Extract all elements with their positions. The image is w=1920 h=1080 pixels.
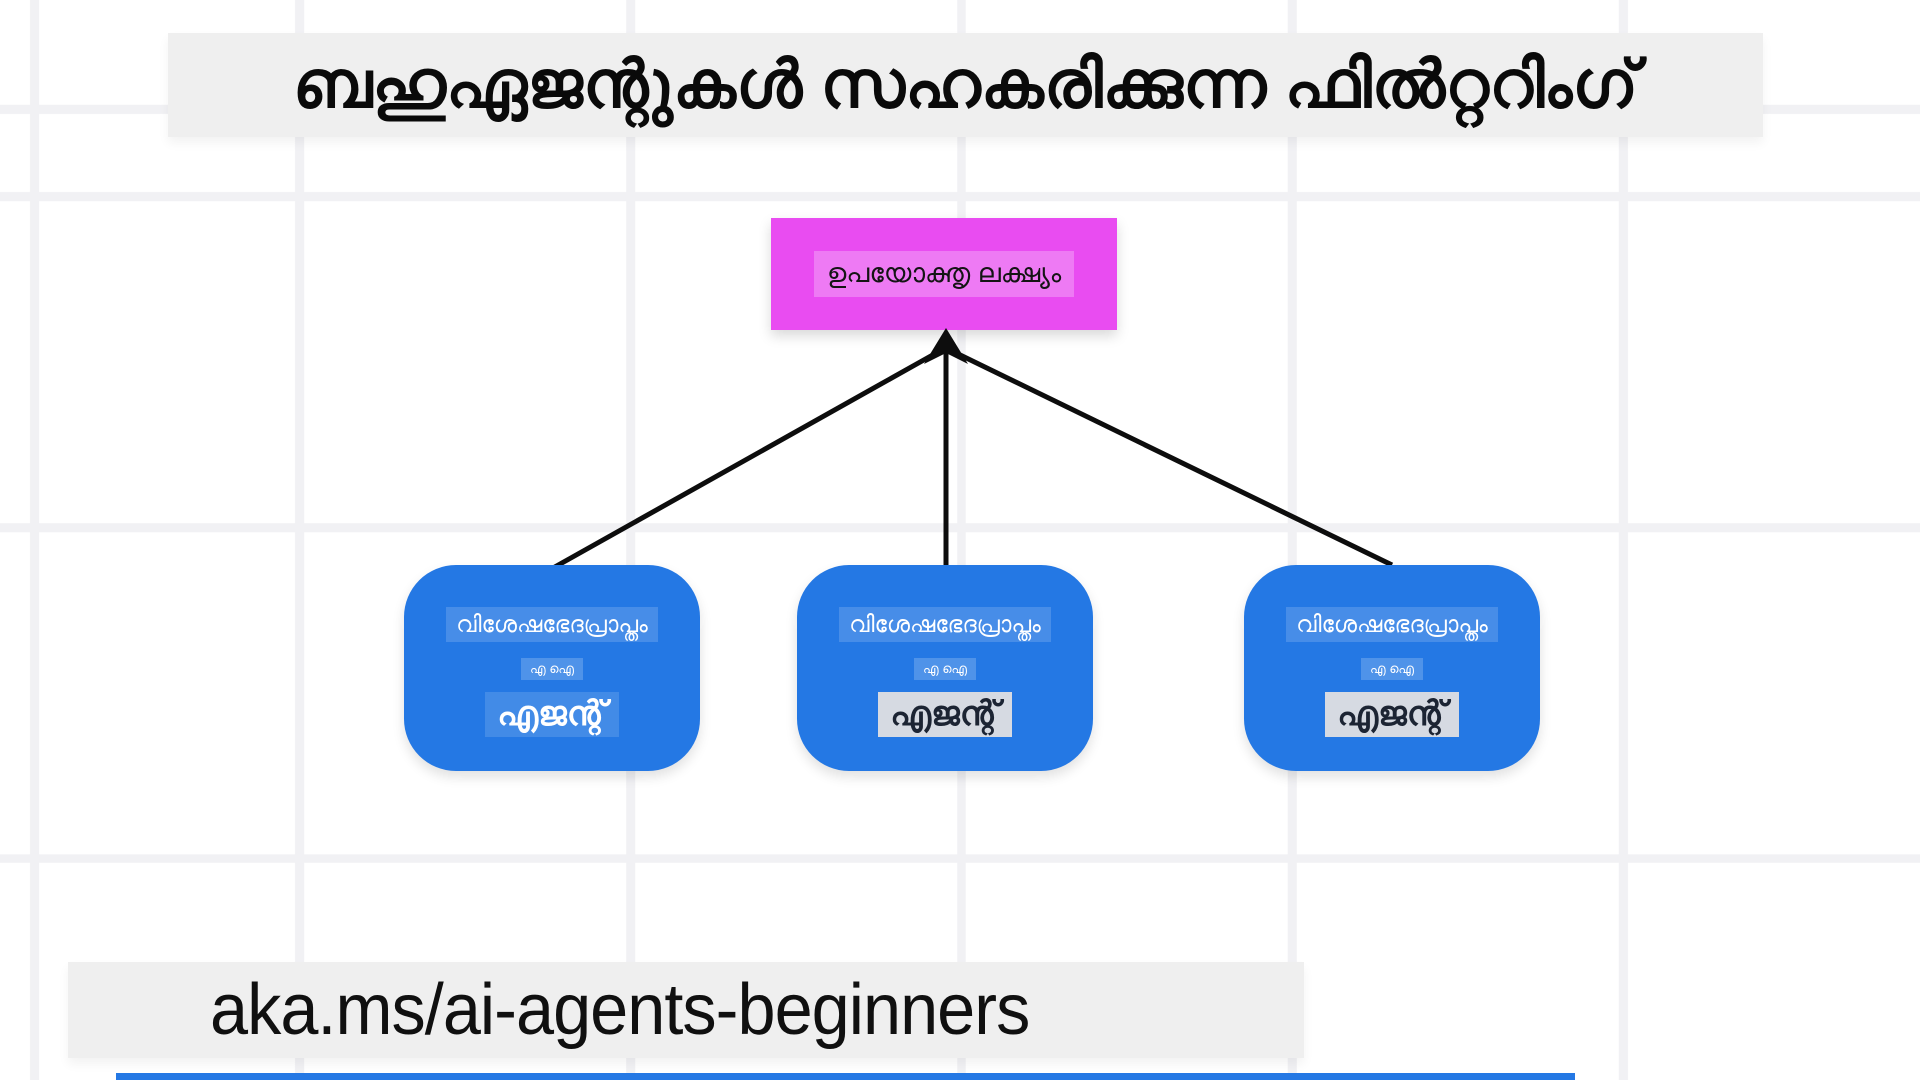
agent-role-label: എജന്റ് <box>878 692 1012 737</box>
title-band: ബഹുഏജന്റുകൾ സഹകരിക്കുന്ന ഫിൽറ്ററിംഗ് <box>168 33 1763 137</box>
ai-label: എ ഐ <box>1361 658 1423 680</box>
diagram-title: ബഹുഏജന്റുകൾ സഹകരിക്കുന്ന ഫിൽറ്ററിംഗ് <box>292 46 1639 121</box>
arrow-line-right <box>952 349 1394 568</box>
ai-label: എ ഐ <box>914 658 976 680</box>
user-goal-label: ഉപയോക്തൃ ലക്ഷ്യം <box>813 251 1075 297</box>
agent-role-label: എജന്റ് <box>485 692 619 737</box>
user-goal-box: ഉപയോക്തൃ ലക്ഷ്യം <box>771 218 1117 330</box>
agent-card: വിശേഷഭേദപ്രാപ്തം എ ഐ എജന്റ് <box>1244 565 1540 771</box>
ai-label: എ ഐ <box>521 658 583 680</box>
arrow-head-icon <box>924 328 968 364</box>
agent-card: വിശേഷഭേദപ്രാപ്തം എ ഐ എജന്റ് <box>797 565 1093 771</box>
specialization-label: വിശേഷഭേദപ്രാപ്തം <box>446 607 658 642</box>
agent-role-label: എജന്റ് <box>1325 692 1459 737</box>
specialization-label: വിശേഷഭേദപ്രാപ്തം <box>839 607 1051 642</box>
agent-card: വിശേഷഭേദപ്രാപ്തം എ ഐ എജന്റ് <box>404 565 700 771</box>
arrow-line-left <box>551 349 940 571</box>
footer-link: aka.ms/ai-agents-beginners <box>210 970 1030 1050</box>
footer-band: aka.ms/ai-agents-beginners <box>68 962 1304 1058</box>
bottom-blue-strip <box>116 1073 1575 1080</box>
specialization-label: വിശേഷഭേദപ്രാപ്തം <box>1286 607 1498 642</box>
